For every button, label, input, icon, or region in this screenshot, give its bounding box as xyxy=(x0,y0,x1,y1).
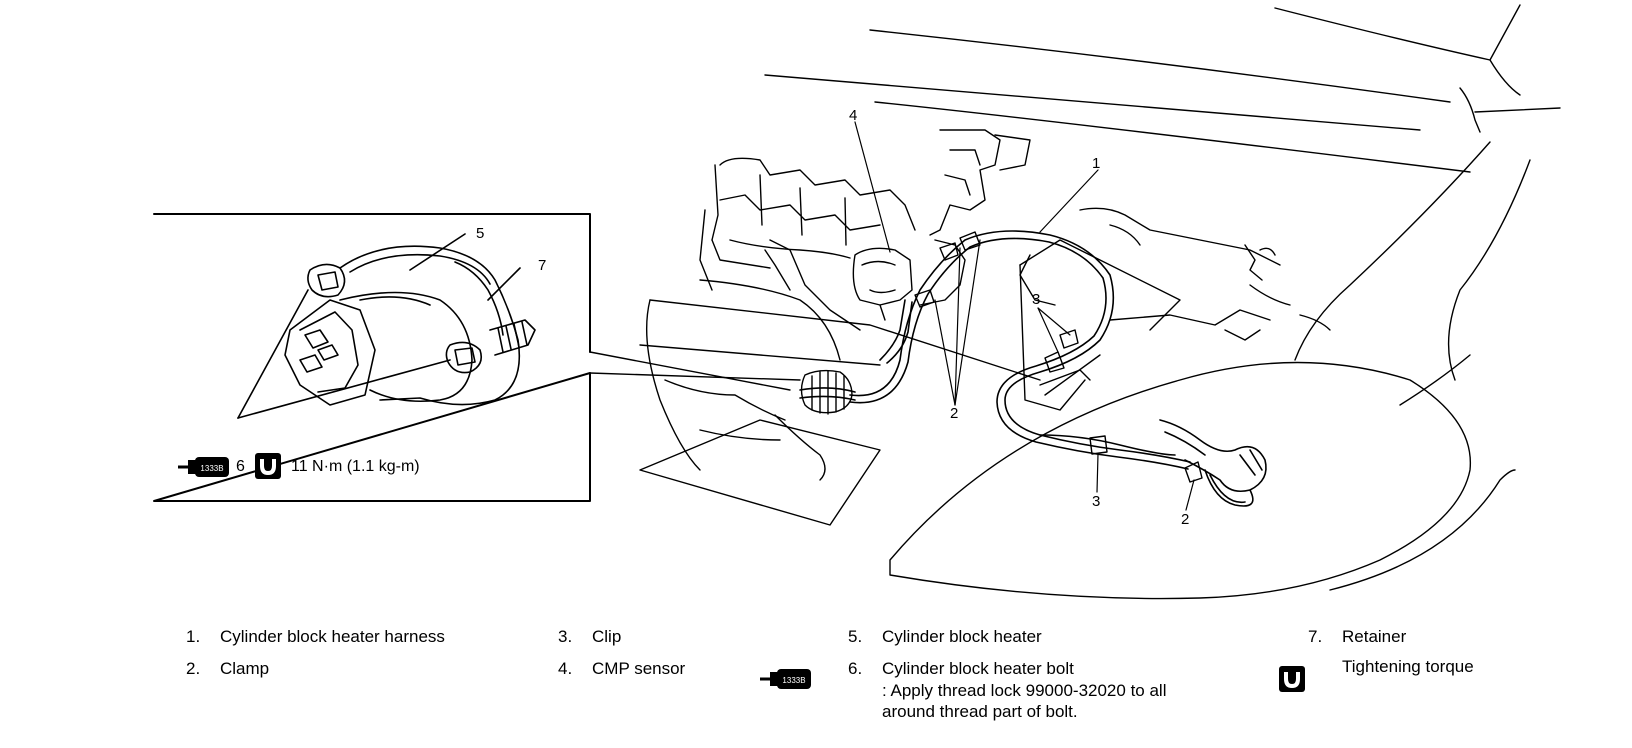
engine-block xyxy=(639,129,1331,526)
legend-number: 4. xyxy=(558,659,573,678)
callout-clamp: 2 xyxy=(950,405,959,422)
inset-heater-drawing xyxy=(237,233,536,419)
legend-number: 7. xyxy=(1308,627,1323,646)
legend-label: CMP sensor xyxy=(592,659,686,678)
thread-lock-icon: 1333B xyxy=(176,454,231,485)
callout-clip: 3 xyxy=(1092,493,1101,510)
heater-connector xyxy=(800,369,853,415)
thread-lock-icon-text: 1333B xyxy=(782,676,805,685)
thread-lock-icon: 1333B xyxy=(758,666,813,697)
legend-label: Cylinder block heater xyxy=(882,627,1042,646)
main-leader-lines xyxy=(854,121,1195,511)
legend-label: Cylinder block heater bolt xyxy=(882,659,1074,678)
legend-number: 5. xyxy=(848,627,863,646)
inset-bolt-number: 6 xyxy=(236,458,245,475)
callout-heater: 5 xyxy=(476,225,485,242)
thread-lock-icon-text: 1333B xyxy=(200,464,223,473)
callout-clip: 3 xyxy=(1032,291,1041,308)
legend-number: 3. xyxy=(558,627,573,646)
legend-number: 1. xyxy=(186,627,201,646)
inset-frame xyxy=(153,213,591,502)
vehicle-body-lines xyxy=(764,4,1561,600)
inset-torque-value: 11 N·m (1.1 kg-m) xyxy=(291,458,420,475)
harness-clamps xyxy=(914,231,1203,483)
legend-number: 6. xyxy=(848,659,863,678)
inset-pointer-lines xyxy=(589,351,801,391)
legend-note-line: : Apply thread lock 99000-32020 to all xyxy=(882,681,1167,700)
tightening-torque-icon xyxy=(254,452,282,485)
tightening-torque-icon xyxy=(1278,665,1306,698)
legend-number: 2. xyxy=(186,659,201,678)
callout-cmp-sensor: 4 xyxy=(849,107,858,124)
cmp-sensor xyxy=(852,247,913,321)
legend-item-6-note: : Apply thread lock 99000-32020 to all xyxy=(882,680,1166,701)
callout-harness: 1 xyxy=(1092,155,1101,172)
legend-label: Tightening torque xyxy=(1342,657,1474,676)
legend-note-line: around thread part of bolt. xyxy=(882,702,1078,721)
legend-label: Clamp xyxy=(220,659,270,678)
legend-label: Cylinder block heater harness xyxy=(220,627,445,646)
legend-label: Clip xyxy=(592,627,622,646)
legend-item-6-note: around thread part of bolt. xyxy=(882,701,1078,722)
legend-label: Retainer xyxy=(1342,627,1407,646)
callout-retainer: 7 xyxy=(538,257,547,274)
callout-clamp: 2 xyxy=(1181,511,1190,528)
